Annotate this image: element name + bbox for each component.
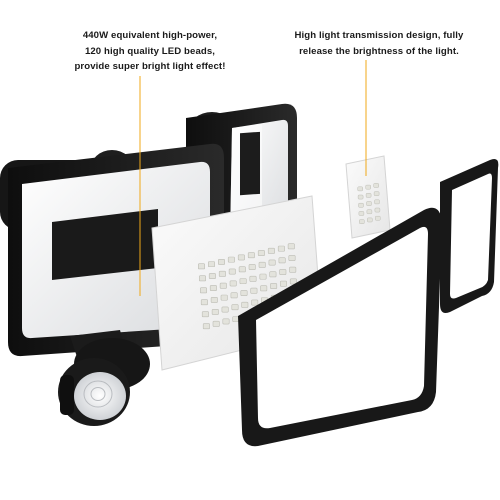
led-bead bbox=[278, 257, 286, 264]
callout-left-line-2: 120 high quality LED beads, bbox=[84, 45, 216, 57]
front-frame-large bbox=[238, 207, 442, 447]
led-bead bbox=[247, 252, 255, 259]
led-bead bbox=[365, 193, 372, 198]
led-bead bbox=[227, 256, 235, 263]
callout-led-power: 440W equivalent high-power, 120 high qua… bbox=[66, 28, 234, 75]
led-bead bbox=[209, 285, 217, 291]
led-bead bbox=[288, 255, 296, 261]
led-bead bbox=[228, 268, 236, 275]
led-bead bbox=[241, 301, 249, 308]
led-bead bbox=[269, 271, 277, 278]
led-bead bbox=[270, 283, 278, 289]
led-bead bbox=[238, 266, 246, 273]
led-bead bbox=[373, 191, 380, 196]
led-bead bbox=[359, 219, 365, 224]
led-bead bbox=[365, 184, 371, 190]
led-bead bbox=[239, 278, 247, 285]
led-bead bbox=[260, 285, 268, 292]
led-bead bbox=[221, 306, 229, 313]
led-bead bbox=[374, 199, 380, 205]
led-bead bbox=[237, 254, 245, 261]
led-bead bbox=[229, 280, 237, 287]
led-bead bbox=[200, 287, 208, 294]
led-bead bbox=[231, 304, 239, 311]
led-bead bbox=[279, 269, 287, 275]
led-bead bbox=[201, 311, 209, 318]
led-bead bbox=[250, 287, 258, 294]
led-bead bbox=[358, 211, 365, 216]
led-board-small bbox=[345, 155, 391, 239]
front-frame-small bbox=[440, 159, 499, 313]
led-bead bbox=[198, 263, 206, 270]
led-bead bbox=[212, 320, 220, 327]
led-bead bbox=[277, 245, 285, 252]
callout-right-line-2: release the brightness of the light. bbox=[299, 45, 459, 57]
led-bead bbox=[257, 250, 265, 256]
led-bead bbox=[202, 323, 210, 330]
callout-light-transmission: High light transmission design, fully re… bbox=[286, 28, 472, 59]
led-bead bbox=[199, 275, 207, 282]
led-bead bbox=[218, 270, 226, 277]
led-bead bbox=[289, 266, 297, 273]
led-bead bbox=[218, 258, 226, 265]
led-bead bbox=[287, 243, 295, 250]
led-bead bbox=[220, 294, 228, 301]
led-bead bbox=[200, 299, 208, 306]
led-bead bbox=[208, 273, 216, 279]
led-bead bbox=[375, 215, 381, 221]
led-bead bbox=[258, 261, 266, 268]
led-bead bbox=[267, 247, 275, 254]
led-bead bbox=[211, 308, 219, 315]
led-bead bbox=[358, 202, 364, 208]
led-bead bbox=[357, 186, 363, 192]
led-bead bbox=[219, 282, 227, 289]
led-bead bbox=[366, 209, 373, 215]
callout-left-line-3: provide super bright light effect! bbox=[74, 61, 226, 72]
led-bead bbox=[259, 273, 267, 280]
led-bead bbox=[230, 292, 238, 299]
led-bead bbox=[374, 207, 381, 213]
led-bead bbox=[366, 201, 372, 206]
led-bead bbox=[279, 280, 287, 287]
led-bead bbox=[210, 296, 218, 303]
led-bead bbox=[289, 278, 297, 285]
led-bead bbox=[240, 290, 248, 296]
led-bead bbox=[367, 217, 373, 223]
led-bead bbox=[357, 194, 364, 200]
led-bead bbox=[249, 275, 257, 282]
led-bead bbox=[208, 261, 216, 268]
callout-right-line-1: High light transmission design, fully bbox=[294, 30, 464, 41]
led-bead bbox=[268, 259, 276, 266]
led-bead bbox=[373, 183, 379, 188]
motion-sensor bbox=[58, 330, 150, 426]
led-bead bbox=[251, 299, 259, 306]
led-bead bbox=[248, 264, 256, 270]
led-bead bbox=[222, 318, 230, 325]
callout-left-line-1: 440W equivalent high-power, bbox=[82, 30, 218, 41]
